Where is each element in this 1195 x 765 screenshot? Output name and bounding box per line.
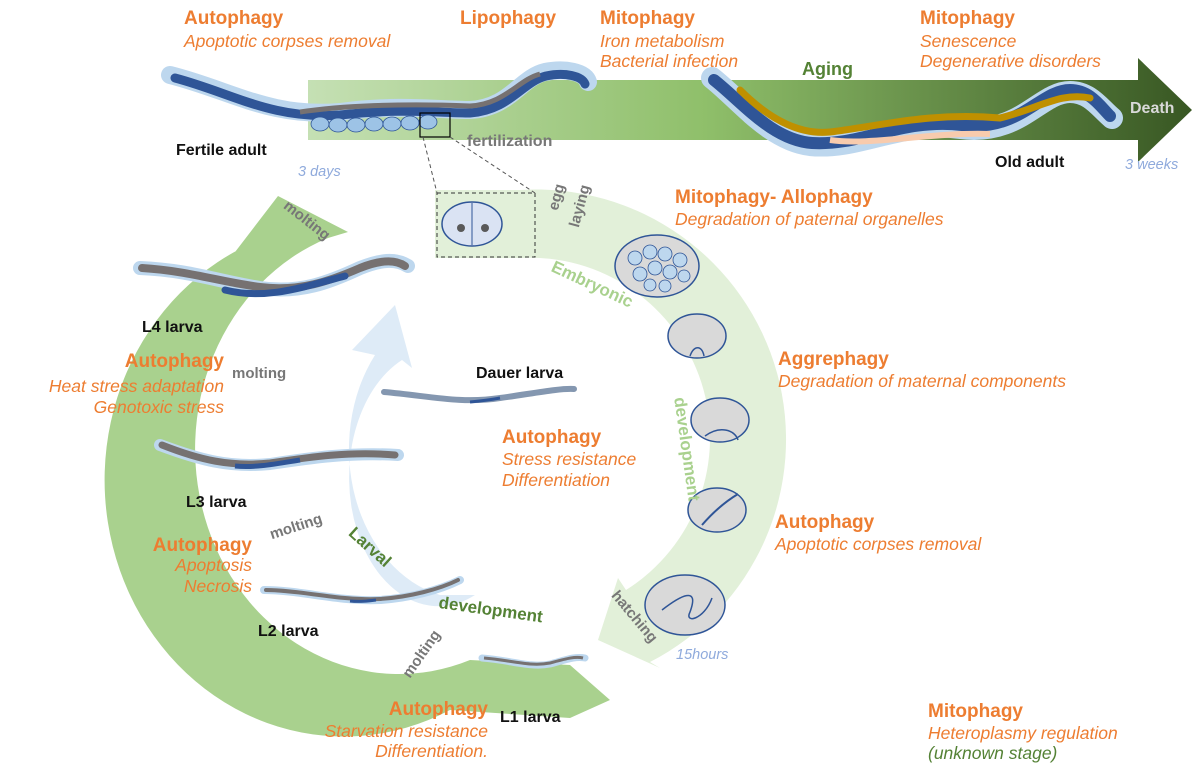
autophagy-l2-desc-1: Apoptosis	[80, 556, 252, 574]
aging-label: Aging	[802, 60, 853, 79]
mitophagy-senescence-desc-2: Degenerative disorders	[920, 52, 1101, 70]
comma-embryo	[668, 314, 726, 358]
autophagy-l4-desc-2: Genotoxic stress	[0, 398, 224, 416]
mitophagy-heteroplasmy-desc: Heteroplasmy regulation	[928, 724, 1118, 742]
pretzel-embryo	[645, 575, 725, 635]
autophagy-l1-desc-1: Starvation resistance	[250, 722, 488, 740]
lipophagy-title: Lipophagy	[460, 9, 556, 29]
death-label: Death	[1130, 101, 1174, 118]
autophagy-l1-title: Autophagy	[300, 700, 488, 720]
mitophagy-allophagy-title: Mitophagy- Allophagy	[675, 188, 873, 208]
dauer-larva-label: Dauer larva	[476, 366, 563, 383]
dauer-larva-worm	[384, 389, 574, 402]
fertile-adult-label: Fertile adult	[176, 143, 267, 160]
fertilization-label: fertilization	[467, 134, 552, 151]
mitophagy-senescence-title: Mitophagy	[920, 9, 1015, 29]
autophagy-adult-desc: Apoptotic corpses removal	[184, 32, 390, 50]
mitophagy-allophagy-desc: Degradation of paternal organelles	[675, 210, 944, 228]
mitophagy-heteroplasmy-title: Mitophagy	[928, 702, 1023, 722]
multicell-embryo	[615, 235, 699, 297]
autophagy-embryo-desc: Apoptotic corpses removal	[775, 535, 981, 553]
aggrephagy-desc: Degradation of maternal components	[778, 372, 1066, 390]
autophagy-l4-title: Autophagy	[60, 352, 224, 372]
autophagy-l1-desc-2: Differentiation.	[250, 742, 488, 760]
twofold-embryo	[691, 398, 749, 442]
mitophagy-iron-desc-1: Iron metabolism	[600, 32, 725, 50]
fifteen-hours-label: 15hours	[676, 648, 728, 663]
l3-larva-worm	[160, 445, 398, 467]
old-adult-label: Old adult	[995, 155, 1064, 172]
autophagy-dauer-title: Autophagy	[502, 428, 601, 448]
aggrephagy-title: Aggrephagy	[778, 350, 889, 370]
mitophagy-iron-desc-2: Bacterial infection	[600, 52, 738, 70]
mitophagy-iron-title: Mitophagy	[600, 9, 695, 29]
autophagy-embryo-title: Autophagy	[775, 513, 874, 533]
autophagy-l4-desc-1: Heat stress adaptation	[0, 377, 224, 395]
autophagy-adult-title: Autophagy	[184, 9, 283, 29]
autophagy-dauer-desc-1: Stress resistance	[502, 450, 636, 468]
three-days-label: 3 days	[298, 165, 341, 180]
autophagy-l2-title: Autophagy	[80, 536, 252, 556]
l1-larva-label: L1 larva	[500, 710, 560, 727]
l3-larva-label: L3 larva	[186, 495, 246, 512]
mitophagy-senescence-desc-1: Senescence	[920, 32, 1016, 50]
autophagy-l2-desc-2: Necrosis	[80, 577, 252, 595]
autophagy-dauer-desc-2: Differentiation	[502, 471, 610, 489]
l4-larva-label: L4 larva	[142, 320, 202, 337]
unknown-stage-note: (unknown stage)	[928, 744, 1057, 762]
two-cell-embryo	[442, 202, 502, 246]
three-weeks-label: 3 weeks	[1125, 158, 1178, 173]
molting-label-l4: molting	[232, 366, 286, 382]
l2-larva-label: L2 larva	[258, 624, 318, 641]
